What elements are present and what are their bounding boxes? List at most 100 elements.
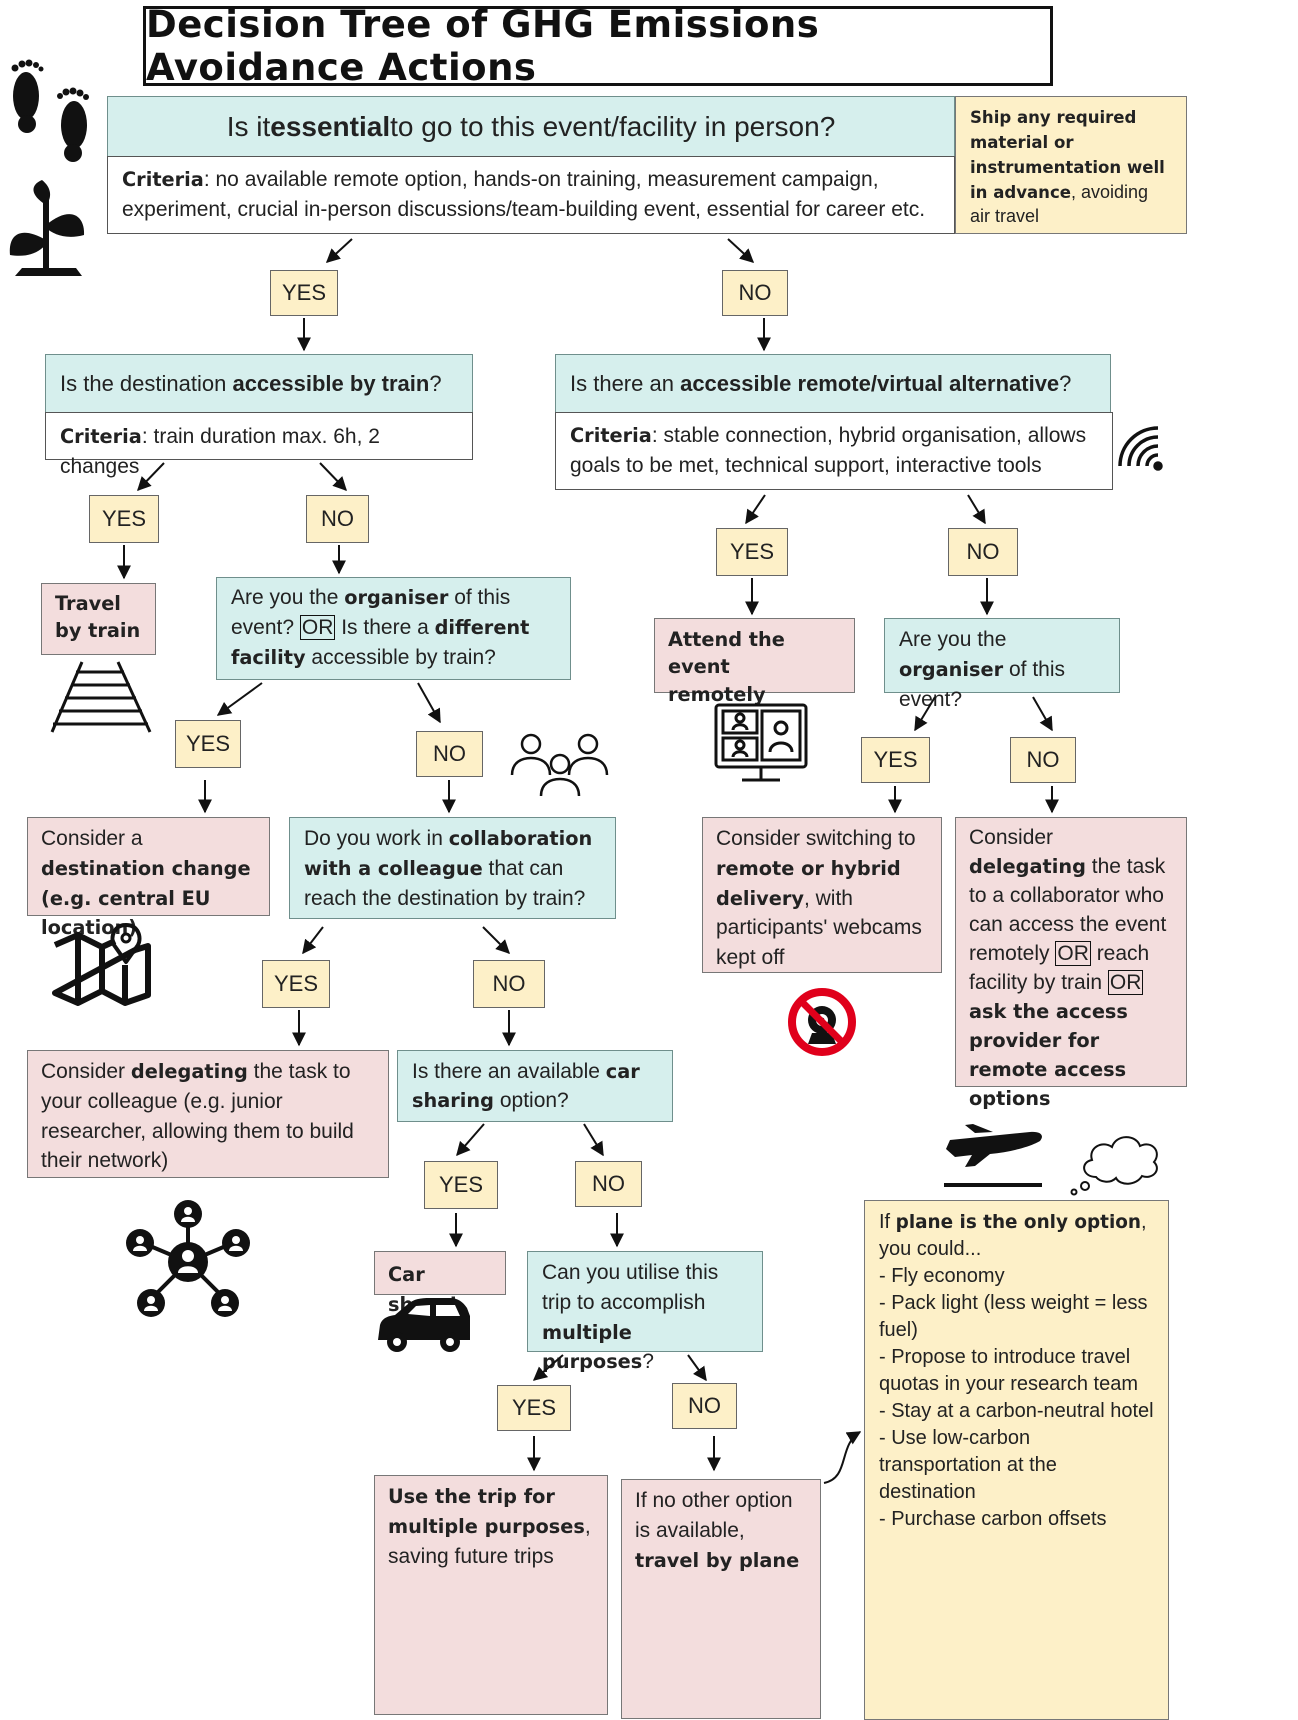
wifi-icon [1118, 426, 1163, 471]
video-call-icon [714, 703, 808, 782]
qof-t1: Are you the [231, 586, 345, 609]
answer-no: NO [575, 1161, 642, 1207]
plane-tip-item: - Propose to introduce travel quotas in … [879, 1346, 1139, 1395]
answer-no: NO [722, 270, 788, 316]
qm-b1: multiple purposes [542, 1320, 643, 1374]
plane-tip-item: - Purchase carbon offsets [879, 1508, 1107, 1530]
action-delegate-collaborator: Consider delegating the task to a collab… [955, 817, 1187, 1110]
or-box: OR [299, 614, 336, 640]
question-essential: Is it essential to go to this event/faci… [107, 96, 955, 156]
answer-yes: YES [861, 737, 930, 783]
cloud-icon [1070, 1136, 1158, 1196]
answer-no: NO [306, 495, 369, 543]
dc-b2: ask the access provider for remote acces… [969, 999, 1128, 1110]
dcol-b1: delegating [130, 1060, 248, 1083]
question-organiser-facility: Are you the organiser of this event? OR … [216, 577, 571, 680]
criteria-label: Criteria [570, 424, 652, 447]
footprints-icon [11, 59, 89, 162]
criteria-text: : train duration max. 6h, 2 changes [60, 425, 380, 478]
airplane-icon [944, 1124, 1042, 1187]
pt-t2: , you could... [879, 1211, 1147, 1260]
action-remote-delivery: Consider switching to remote or hybrid d… [702, 817, 942, 973]
dcol-t1: Consider [41, 1060, 131, 1083]
dc-t1: Consider [969, 826, 1054, 849]
page-title: Decision Tree of GHG Emissions Avoidance… [143, 3, 1053, 89]
plane-tip-item: - Use low-carbon transportation at the d… [879, 1427, 1057, 1503]
rd-t2: , with participants' webcams kept off [716, 886, 922, 970]
criteria-remote: Criteria: stable connection, hybrid orga… [555, 412, 1113, 490]
qcar-t1: Is there an available [412, 1060, 606, 1083]
question-colleague: Do you work in collaboration with a coll… [289, 817, 616, 919]
qo-t1: Are you the [899, 628, 1007, 651]
plane-tips-note: If plane is the only option, you could..… [864, 1200, 1169, 1720]
q-train-pre: Is the destination [60, 370, 233, 396]
ship-note-text: , avoiding air travel [970, 181, 1149, 227]
answer-no: NO [672, 1383, 737, 1429]
plane-tip-item: - Pack light (less weight = less fuel) [879, 1292, 1148, 1341]
answer-yes: YES [424, 1161, 498, 1209]
dc-t2: the task to a collaborator who can acces… [969, 854, 1167, 965]
action-destination-change: Consider a destination change (e.g. cent… [27, 817, 270, 939]
qo-b1: organiser [899, 657, 1004, 681]
qc-t2: that can reach the destination by train? [304, 856, 586, 910]
answer-yes: YES [262, 960, 330, 1008]
qof-b1: organiser [344, 586, 449, 609]
or-box: OR [1055, 940, 1091, 966]
people-group-icon [510, 733, 609, 797]
question-train: Is the destination accessible by train? [45, 354, 473, 412]
criteria-label: Criteria [122, 168, 204, 191]
plane-b1: travel by plane [635, 1548, 800, 1572]
answer-no: NO [473, 960, 545, 1008]
criteria-label: Criteria [60, 425, 142, 448]
plane-tip-item: - Stay at a carbon-neutral hotel [879, 1400, 1154, 1422]
qm-t1: Can you utilise this trip to accomplish [542, 1261, 719, 1314]
no-webcam-icon [788, 988, 856, 1056]
question-multiple-purposes: Can you utilise this trip to accomplish … [527, 1251, 763, 1373]
answer-yes: YES [175, 720, 241, 768]
travel-train-line2: by train [55, 619, 141, 643]
answer-yes: YES [716, 528, 788, 576]
qc-t1: Do you work in [304, 827, 449, 850]
q1-pre: Is it [226, 110, 271, 142]
rd-b1: remote or hybrid delivery [716, 856, 901, 910]
dest-t1: Consider a [41, 827, 143, 850]
answer-yes: YES [497, 1385, 571, 1431]
criteria-train: Criteria: train duration max. 6h, 2 chan… [45, 412, 473, 478]
qm-t2: ? [642, 1350, 654, 1374]
dest-b1: destination change (e.g. central EU loca… [41, 856, 251, 940]
q1-bold: essential [270, 110, 391, 142]
plane-t1: If no other option is available, [635, 1489, 793, 1542]
dc-b1: delegating [969, 854, 1086, 878]
attend-line1: Attend the event [668, 628, 785, 679]
qcar-b1: car sharing [412, 1060, 640, 1113]
question-organiser: Are you the organiser of this event? [884, 618, 1120, 711]
use-trip-text: , saving future trips [388, 1514, 591, 1568]
dcol-t2: the task to your colleague (e.g. junior … [41, 1060, 354, 1173]
qof-t3: Is there a [335, 615, 435, 639]
seedling-icon [9, 180, 85, 276]
action-delegate-colleague: Consider delegating the task to your col… [27, 1050, 389, 1178]
ship-note-bold: Ship any required material or instrument… [970, 108, 1165, 202]
or-box: OR [1107, 969, 1144, 995]
criteria-text: : stable connection, hybrid organisation… [570, 424, 1087, 477]
action-travel-by-plane: If no other option is available, travel … [621, 1479, 821, 1719]
qc-b1: collaboration with a colleague [304, 827, 593, 880]
car-share-label: Car share! [388, 1263, 458, 1316]
q1-post: to go to this event/facility in person? [390, 110, 836, 142]
pt-b1: plane is the only option [895, 1212, 1141, 1233]
action-car-share: Car share! [374, 1251, 506, 1316]
question-remote: Is there an accessible remote/virtual al… [555, 354, 1111, 412]
criteria-essential: Criteria: no available remote option, ha… [107, 156, 955, 234]
pt-t1: If [879, 1211, 896, 1233]
plane-tips-heading: If plane is the only option, you could..… [879, 1209, 1154, 1263]
criteria-text: : no available remote option, hands-on t… [122, 168, 926, 221]
qof-t4: accessible by train? [305, 645, 496, 669]
dc-t3: reach facility by train [969, 941, 1150, 994]
answer-no: NO [948, 528, 1018, 576]
use-trip-bold: Use the trip for multiple purposes [388, 1485, 585, 1538]
q-remote-post: ? [1059, 370, 1072, 396]
qof-b2: different facility [231, 615, 530, 669]
answer-no: NO [1010, 737, 1076, 783]
